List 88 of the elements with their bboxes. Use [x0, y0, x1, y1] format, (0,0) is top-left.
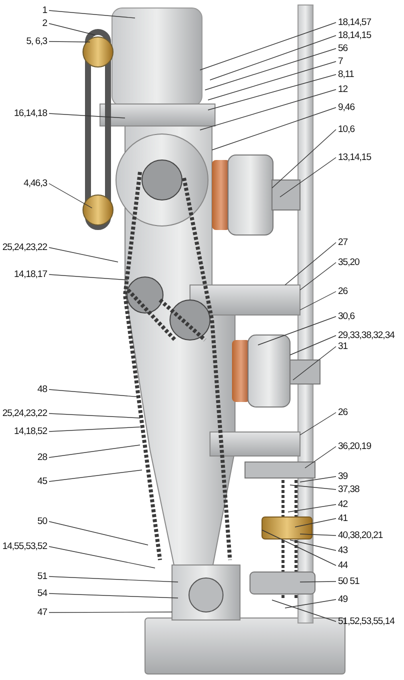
- leader-line: [300, 581, 336, 582]
- leader-line: [290, 335, 336, 356]
- callout-number: 26: [338, 286, 348, 297]
- leader-line: [272, 129, 336, 188]
- leader-line: [300, 412, 336, 436]
- callout-number: 16,14,18: [14, 108, 47, 119]
- callout-number: 8,11: [338, 69, 354, 80]
- leader-line: [48, 274, 128, 280]
- leader-line: [48, 444, 140, 458]
- leader-line: [300, 262, 336, 290]
- leader-line: [210, 35, 336, 80]
- leader-line: [48, 113, 126, 118]
- leader-line: [300, 534, 336, 536]
- callout-number: 41: [338, 513, 348, 524]
- leader-line: [300, 291, 336, 310]
- leader-line: [304, 446, 336, 468]
- leader-line: [48, 593, 178, 598]
- callout-number: 54: [37, 588, 47, 599]
- callout-number: 39: [338, 471, 348, 482]
- callout-number: 37,38: [338, 484, 360, 495]
- leader-line: [272, 600, 336, 622]
- callout-number: 50 51: [338, 576, 360, 587]
- callout-number: 27: [338, 237, 348, 248]
- callout-number: 51: [37, 571, 47, 582]
- callout-number: 18,14,15: [338, 30, 371, 41]
- callout-number: 25,24,23,22: [2, 242, 47, 253]
- callout-number: 44: [338, 560, 348, 571]
- leader-line: [48, 10, 136, 18]
- leader-line: [292, 346, 336, 380]
- leader-line: [208, 74, 336, 110]
- leader-line: [48, 521, 148, 546]
- callout-number: 35,20: [338, 257, 360, 268]
- callout-number: 7: [338, 56, 343, 67]
- callout-number: 43: [338, 545, 348, 556]
- callout-number: 14,18,17: [14, 269, 47, 280]
- callout-number: 5, 6,3: [26, 36, 47, 47]
- callout-number: 1: [42, 5, 47, 16]
- callout-number: 48: [37, 384, 47, 395]
- leader-line: [48, 546, 156, 568]
- callout-number: 42: [338, 499, 348, 510]
- leader-line: [48, 470, 142, 482]
- leader-line: [262, 530, 336, 566]
- callout-number: 14,55,53,52: [2, 541, 47, 552]
- callout-number: 25,24,23,22: [2, 408, 47, 419]
- leader-line: [290, 540, 336, 551]
- callout-number: 51,52,53,55,14: [338, 616, 394, 627]
- callout-number: 9,46: [338, 102, 354, 113]
- leader-line: [284, 242, 336, 286]
- leader-line: [288, 504, 336, 512]
- leader-line: [208, 61, 336, 100]
- callout-number: 49: [338, 594, 348, 605]
- callout-number: 12: [338, 84, 348, 95]
- callout-number: 36,20,19: [338, 441, 371, 452]
- leader-line: [284, 599, 336, 608]
- callout-number: 50: [37, 516, 47, 527]
- leader-line: [48, 389, 140, 398]
- leader-line: [300, 476, 336, 482]
- callout-number: 29,33,38,32,34: [338, 330, 394, 341]
- leader-line: [48, 183, 92, 208]
- leader-line: [48, 426, 140, 432]
- leader-line: [48, 413, 140, 418]
- callout-number: 13,14,15: [338, 152, 371, 163]
- callout-number: 10,6: [338, 124, 354, 135]
- leader-line: [212, 107, 336, 150]
- leader-line: [48, 612, 172, 613]
- callout-number: 31: [338, 341, 348, 352]
- leader-line: [200, 89, 336, 130]
- leader-line: [48, 41, 90, 42]
- callout-number: 40,38,20,21: [338, 530, 383, 541]
- callout-number: 18,14,57: [338, 17, 371, 28]
- callout-number: 56: [338, 43, 348, 54]
- leader-line: [200, 22, 336, 70]
- callout-number: 30,6: [338, 311, 354, 322]
- leader-line: [258, 316, 336, 346]
- callout-number: 4,46,3: [24, 178, 47, 189]
- leader-line: [48, 247, 118, 262]
- callout-number: 45: [37, 476, 47, 487]
- leader-line: [48, 23, 96, 36]
- leader-line: [48, 576, 178, 582]
- callout-number: 28: [37, 452, 47, 463]
- callout-number: 14,18,52: [14, 426, 47, 437]
- leader-line: [294, 518, 336, 528]
- callout-number: 47: [37, 607, 47, 618]
- callout-number: 26: [338, 407, 348, 418]
- leader-line: [280, 157, 336, 198]
- callout-number: 2: [42, 18, 47, 29]
- leader-line: [290, 484, 336, 490]
- leader-line: [204, 48, 336, 90]
